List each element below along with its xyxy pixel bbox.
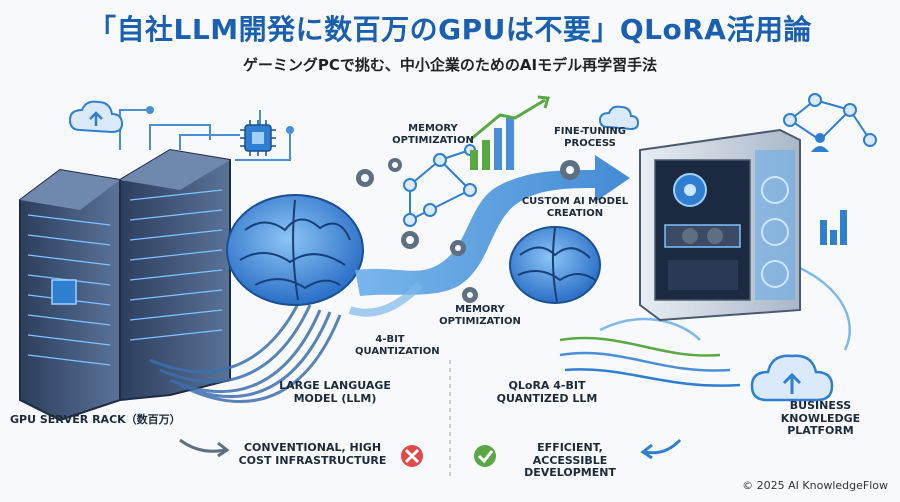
page-subtitle: ゲーミングPCで挑む、中小企業のためのAIモデル再学習手法 (242, 56, 658, 74)
check-icon (474, 445, 496, 467)
label-fine-tuning: FINE-TUNING PROCESS (553, 126, 627, 149)
network-nodes (403, 144, 477, 227)
gaming-pc (639, 128, 801, 322)
conventional-arrow (179, 438, 226, 453)
copyright: © 2025 AI KnowledgeFlow (742, 479, 888, 492)
label-efficient: EFFICIENT, ACCESSIBLE DEVELOPMENT (524, 441, 616, 480)
label-memory-opt-top: MEMORY OPTIMIZATION (392, 123, 474, 146)
cloud-upload-icon (68, 100, 124, 134)
cables (149, 299, 342, 403)
circuit-lines (119, 106, 294, 161)
chip-icon (240, 120, 276, 156)
growth-chart-icon (469, 95, 550, 170)
page-title: 「自社LLM開発に数百万のGPUは不要」QLoRA活用論 (88, 13, 812, 46)
process-flow-arrow (348, 155, 630, 317)
network-top-right (783, 93, 877, 147)
business-platform-cloud-icon (750, 354, 834, 402)
llm-brain-icon (226, 194, 364, 306)
label-business-platform: BUSINESS KNOWLEDGE PLATFORM (780, 399, 861, 438)
cloud-upload-icon (598, 105, 640, 131)
label-llm: LARGE LANGUAGE MODEL (LLM) (279, 379, 391, 405)
label-qlora: QLoRA 4-BIT QUANTIZED LLM (496, 379, 598, 405)
label-gpu-rack: GPU SERVER RACK（数百万） (10, 413, 181, 426)
label-memory-opt-bottom: MEMORY OPTIMIZATION (439, 304, 521, 327)
label-conventional: CONVENTIONAL, HIGH COST INFRASTRUCTURE (238, 441, 387, 467)
label-quantization: 4-BIT QUANTIZATION (355, 334, 440, 357)
label-custom-model: CUSTOM AI MODEL CREATION (521, 196, 629, 219)
gpu-server-rack (19, 148, 231, 422)
cross-icon (401, 445, 423, 467)
gear-icon (356, 158, 580, 303)
efficient-arrow (644, 438, 682, 455)
user-icon (811, 133, 829, 152)
qlora-brain-icon (509, 226, 601, 304)
bar-chart-icon (820, 210, 847, 245)
